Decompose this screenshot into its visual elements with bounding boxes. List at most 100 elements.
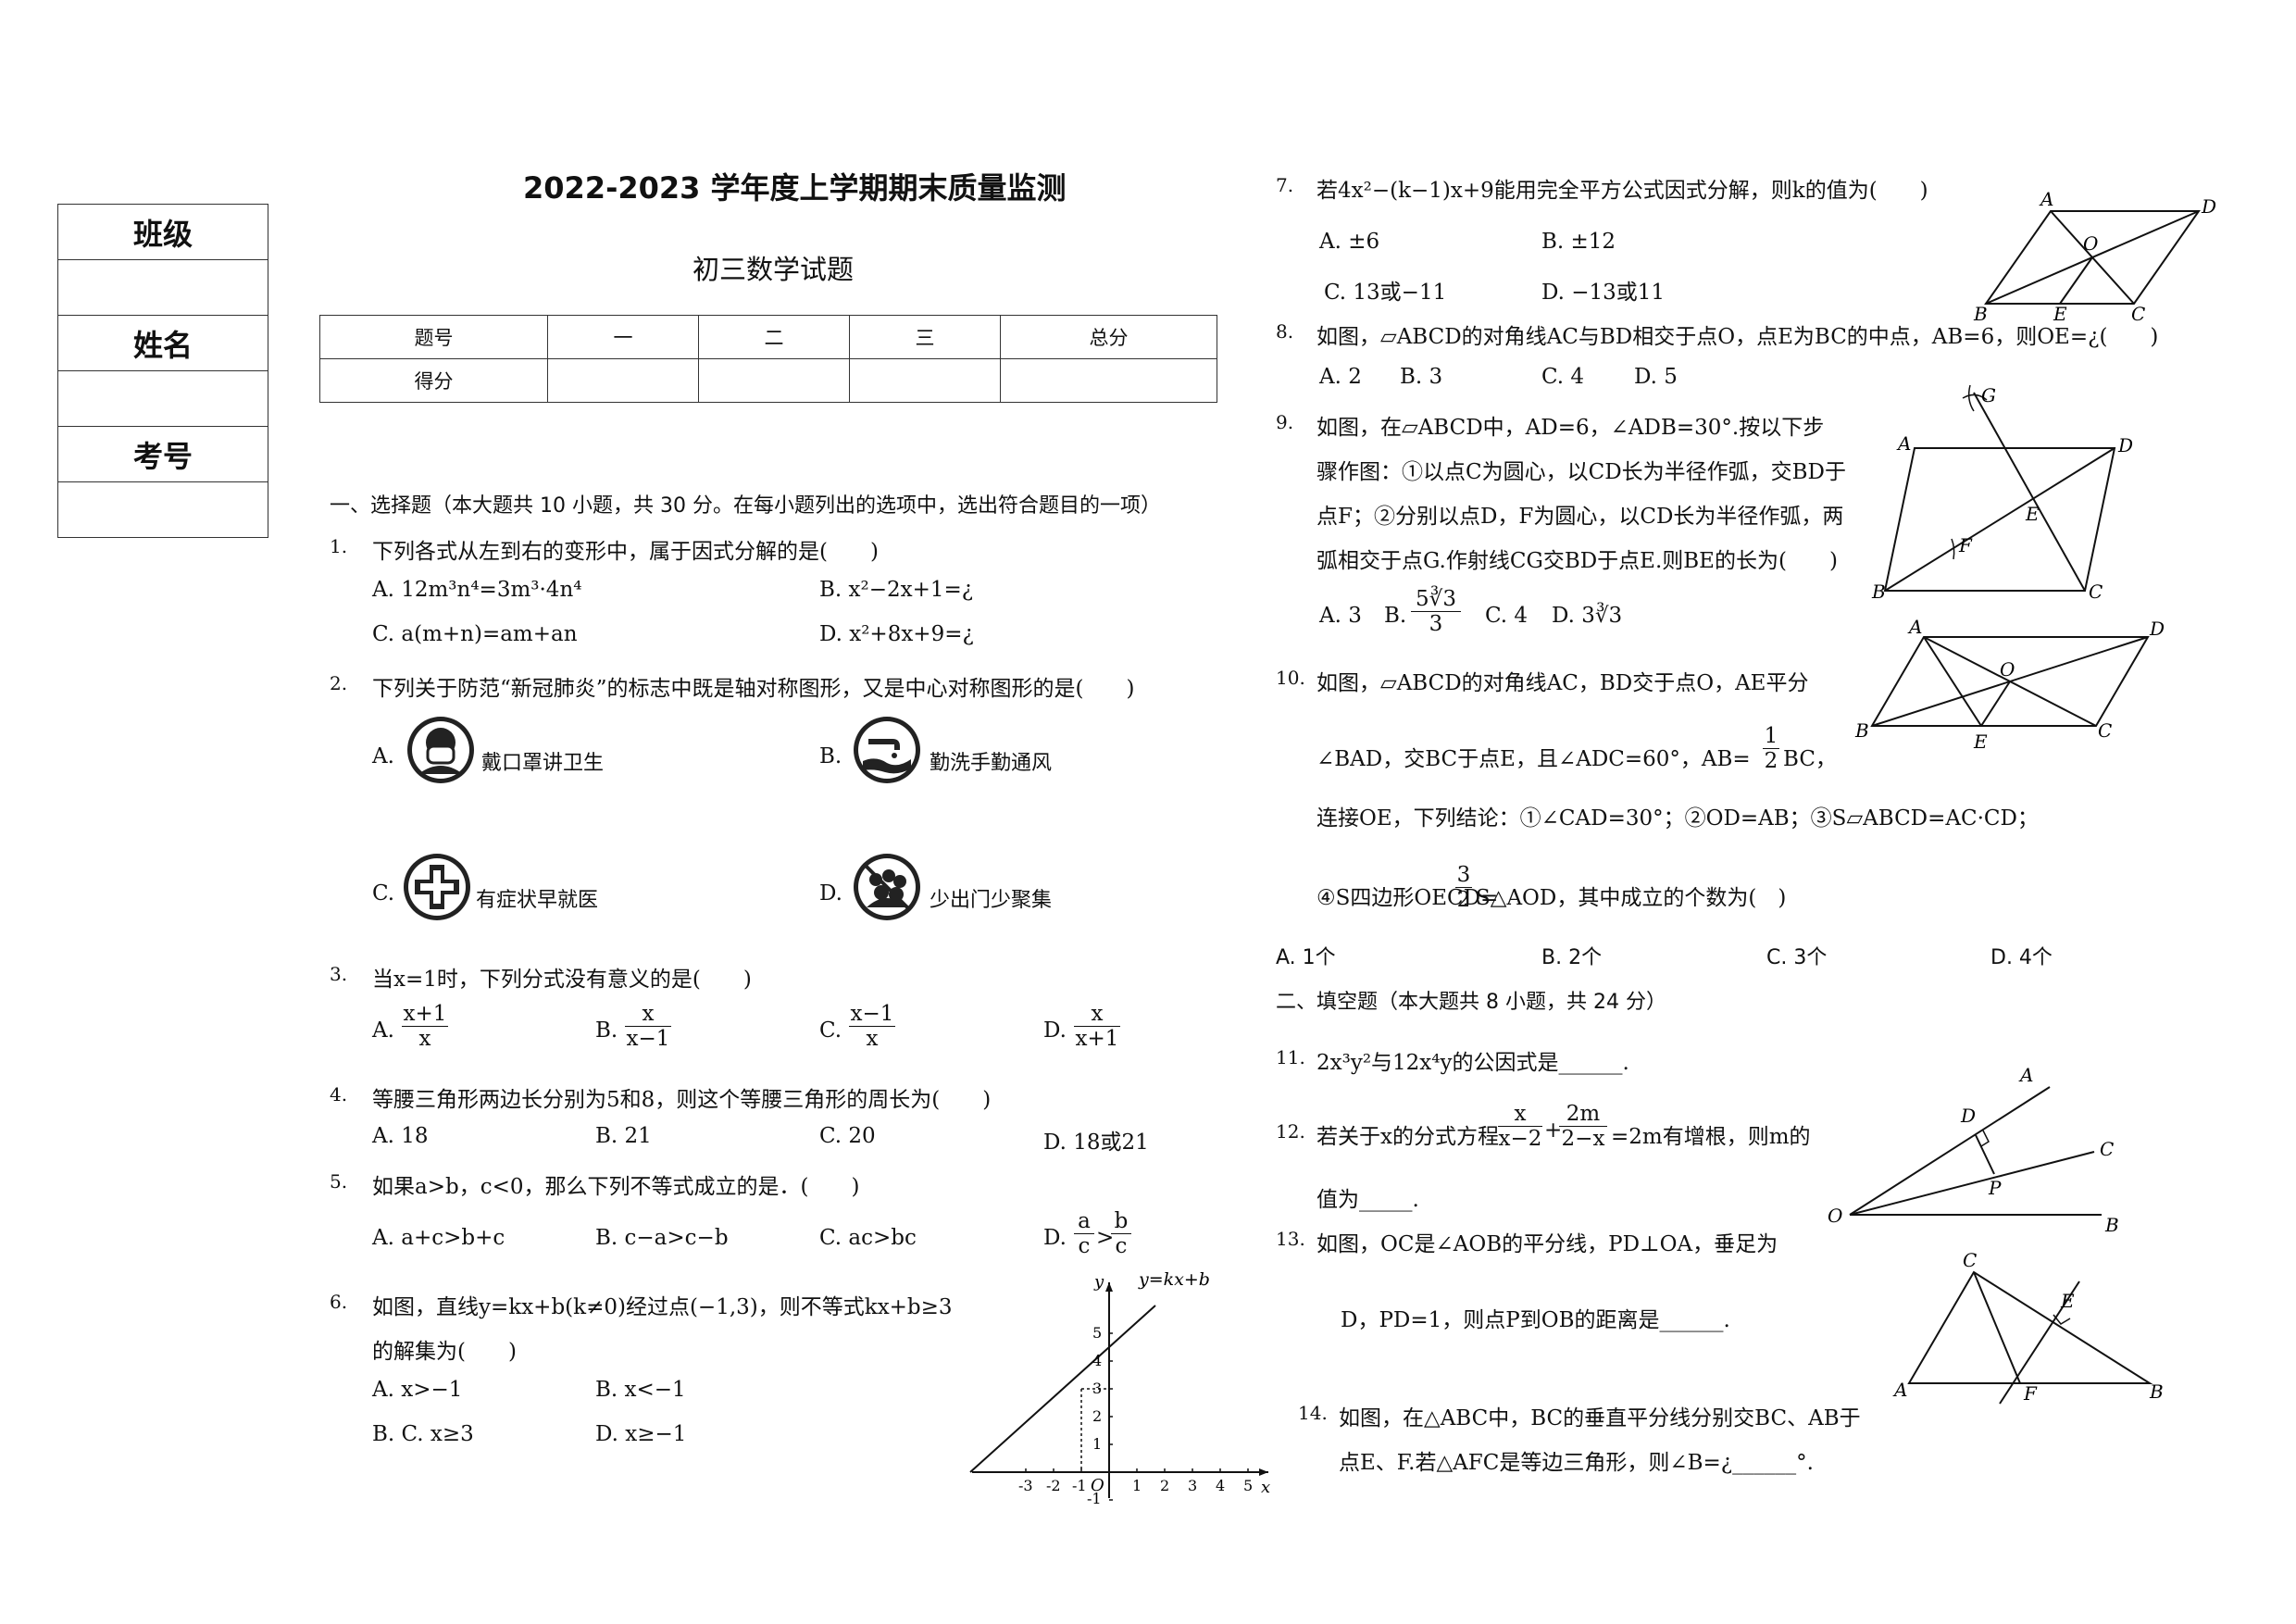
- q5-d-left-num: a: [1074, 1209, 1094, 1234]
- q8-option-a[interactable]: A. 2: [1319, 365, 1362, 389]
- q7-stem: 若4x²−(k−1)x+9能用完全平方公式因式分解，则k的值为( ): [1316, 179, 1928, 203]
- q5-d-left-den: c: [1078, 1234, 1091, 1258]
- fig-label: O: [2000, 658, 2015, 681]
- q8-option-b[interactable]: B. 3: [1400, 365, 1443, 389]
- y-tick-label: 3: [1092, 1380, 1102, 1397]
- q1-option-d[interactable]: D. x²+8x+9=¿: [819, 622, 974, 646]
- q7-option-c[interactable]: C. 13或−11: [1324, 281, 1447, 305]
- fig-label: D: [1960, 1105, 1976, 1127]
- q10-option-c[interactable]: C. 3个: [1766, 946, 1828, 969]
- fig-label: C: [2100, 1138, 2114, 1160]
- q10-option-a[interactable]: A. 1个: [1276, 946, 1336, 969]
- x-tick-label: 5: [1243, 1477, 1253, 1494]
- q12-stem-b: =2m有增根，则m的: [1611, 1125, 1811, 1149]
- q4-option-c[interactable]: C. 20: [819, 1124, 876, 1148]
- q5-number: 5.: [330, 1170, 348, 1193]
- q5-stem: 如果a>b，c<0，那么下列不等式成立的是．( ): [372, 1175, 860, 1199]
- score-cell[interactable]: [849, 358, 1001, 403]
- score-header-cell: 三: [849, 315, 1001, 359]
- q2-option-b[interactable]: B.: [819, 744, 842, 768]
- q10-option-b[interactable]: B. 2个: [1541, 946, 1603, 969]
- q5-option-c[interactable]: C. ac>bc: [819, 1226, 917, 1250]
- info-name-field[interactable]: [58, 371, 268, 427]
- q6-option-c[interactable]: B. C. x≥3: [372, 1422, 474, 1446]
- fig-label: B: [1854, 719, 1869, 742]
- q3-option-b[interactable]: B.: [595, 1018, 618, 1043]
- q12-plus: +: [1544, 1118, 1563, 1143]
- x-tick-label: -1: [1072, 1477, 1087, 1494]
- q9-option-b[interactable]: B.: [1384, 604, 1407, 628]
- y-tick-label: 1: [1092, 1435, 1102, 1453]
- info-id-field[interactable]: [58, 482, 268, 537]
- page-title: 2022-2023 学年度上学期期末质量监测: [523, 170, 1067, 206]
- q2-option-a[interactable]: A.: [372, 744, 394, 768]
- fig-label: F: [2023, 1382, 2038, 1405]
- fig-label: C: [2098, 719, 2112, 742]
- q7-option-d[interactable]: D. −13或11: [1541, 281, 1666, 305]
- q1-option-c[interactable]: C. a(m+n)=am+an: [372, 622, 578, 646]
- q5-option-d[interactable]: D.: [1043, 1226, 1067, 1250]
- q12-f2-num: 2m: [1559, 1102, 1607, 1127]
- medical-cross-icon: [404, 854, 470, 920]
- fig-label: E: [1973, 731, 1988, 753]
- score-cell[interactable]: [1000, 358, 1217, 403]
- q3-number: 3.: [330, 963, 348, 985]
- q9-b-den: 3: [1429, 612, 1443, 636]
- q13-angle-bisector-figure: A D C P O B: [1828, 1064, 2119, 1236]
- page-subtitle: 初三数学试题: [693, 254, 855, 285]
- score-cell[interactable]: [547, 358, 699, 403]
- graph-line-label: y=kx+b: [1138, 1269, 1210, 1290]
- q1-option-a[interactable]: A. 12m³n⁴=3m³·4n⁴: [372, 578, 582, 602]
- q9-option-c[interactable]: C. 4: [1485, 604, 1529, 628]
- q2-option-c[interactable]: C.: [372, 881, 395, 906]
- fig-label: C: [2089, 581, 2103, 602]
- fig-label: F: [1958, 534, 1973, 556]
- q5-option-b[interactable]: B. c−a>c−b: [595, 1226, 729, 1250]
- q12-fraction-1: x x−2: [1498, 1102, 1542, 1151]
- q9-option-a[interactable]: A. 3: [1319, 604, 1362, 628]
- q3-option-c[interactable]: C.: [819, 1018, 842, 1043]
- q5-d-gt: >: [1096, 1226, 1115, 1250]
- section2-heading: 二、填空题（本大题共 8 小题，共 24 分）: [1276, 991, 1666, 1014]
- q12-number: 12.: [1276, 1120, 1305, 1143]
- score-cell[interactable]: [698, 358, 850, 403]
- info-class-field[interactable]: [58, 260, 268, 316]
- q10-option-d[interactable]: D. 4个: [1990, 946, 2053, 969]
- q5-d-right-num: b: [1111, 1209, 1131, 1234]
- q4-option-a[interactable]: A. 18: [372, 1124, 429, 1148]
- q6-option-b[interactable]: B. x<−1: [595, 1378, 686, 1402]
- q8-option-d[interactable]: D. 5: [1634, 365, 1678, 389]
- score-header-cell: 题号: [319, 315, 548, 359]
- q10-parallelogram-figure: A D O B E C: [1854, 617, 2165, 753]
- q10-l2-fraction: 1 2: [1763, 724, 1779, 773]
- q12-line2: 值为_____.: [1316, 1188, 1419, 1212]
- fig-label: A: [1892, 1379, 1907, 1401]
- q6-option-a[interactable]: A. x>−1: [372, 1378, 463, 1402]
- q7-option-a[interactable]: A. ±6: [1319, 230, 1380, 254]
- q3-b-fraction: x x−1: [625, 1002, 671, 1051]
- y-tick-label: -1: [1087, 1490, 1102, 1505]
- q7-option-b[interactable]: B. ±12: [1541, 230, 1616, 254]
- q13-line2: D，PD=1，则点P到OB的距离是______.: [1341, 1308, 1730, 1332]
- q9-option-d[interactable]: D. 3∛3: [1552, 604, 1623, 628]
- q2-a-label: 戴口罩讲卫生: [481, 752, 605, 775]
- q2-option-d[interactable]: D.: [819, 881, 842, 906]
- fig-label: B: [2149, 1380, 2164, 1403]
- q2-b-label: 勤洗手勤通风: [930, 752, 1053, 775]
- fig-label: A: [2018, 1064, 2033, 1086]
- score-table: 题号 一 二 三 总分 得分: [319, 315, 1217, 403]
- q3-c-fraction: x−1 x: [849, 1002, 895, 1051]
- q5-option-a[interactable]: A. a+c>b+c: [372, 1226, 505, 1250]
- fig-label: D: [2149, 618, 2165, 640]
- q5-d-right-den: c: [1115, 1234, 1128, 1258]
- graph-y-label: y: [1093, 1272, 1104, 1292]
- fig-label: B: [1871, 581, 1886, 602]
- q3-option-d[interactable]: D.: [1043, 1018, 1067, 1043]
- q1-option-b[interactable]: B. x²−2x+1=¿: [819, 578, 974, 602]
- q4-option-d[interactable]: D. 18或21: [1043, 1131, 1149, 1155]
- q3-option-a[interactable]: A.: [372, 1018, 394, 1043]
- q6-option-d[interactable]: D. x≥−1: [595, 1422, 687, 1446]
- fig-label: A: [1896, 432, 1911, 455]
- q4-option-b[interactable]: B. 21: [595, 1124, 652, 1148]
- q8-option-c[interactable]: C. 4: [1541, 365, 1585, 389]
